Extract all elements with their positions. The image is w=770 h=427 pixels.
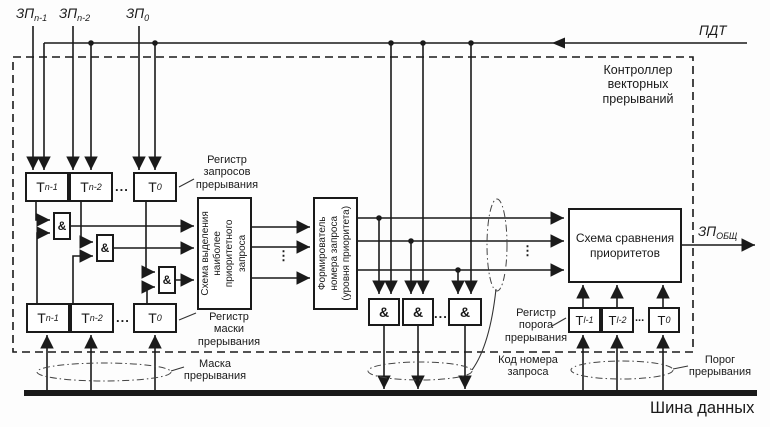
- signal-zp-common: ЗПОБЩ: [698, 224, 738, 241]
- controller-title-line: векторных: [607, 77, 669, 92]
- junction-dots: [88, 40, 474, 273]
- controller-title: Контроллер векторных прерываний: [582, 63, 694, 106]
- pdt-arrowhead: [552, 37, 565, 49]
- code-lines-ellipse: [486, 198, 508, 292]
- priority-selector-block: Схема выделения наиболее приоритетного з…: [197, 197, 252, 310]
- code-lines-ellipsis: ⋮: [521, 243, 534, 258]
- controller-title-line: прерываний: [602, 91, 674, 106]
- code-bundle-label: Код номера запроса: [498, 354, 558, 379]
- threshold-bundle-ellipse: [570, 360, 674, 380]
- request-register-label: Регистр запросов прерывания: [195, 154, 259, 191]
- mask-register-label: Регистр маски прерывания: [197, 311, 261, 348]
- mask-bundle-ellipse: [36, 362, 172, 382]
- threshold-register-ellipsis: ...: [635, 312, 645, 324]
- threshold-register-label: Регистр порога прерывания: [504, 307, 568, 344]
- bus-and-gate-1: &: [368, 298, 400, 326]
- and-gate-n2: &: [96, 234, 114, 262]
- and-gate-0: &: [158, 266, 176, 294]
- bus-and-gate-3: &: [448, 298, 482, 326]
- code-bundle-ellipse: [367, 361, 473, 381]
- threshold-bundle-label: Порог прерывания: [688, 354, 752, 379]
- signal-pdt: ПДТ: [699, 23, 727, 38]
- signal-zp-n2: ЗПn-2: [59, 6, 91, 23]
- and-gate-n1: &: [53, 212, 71, 240]
- bus-and-gate-2: &: [402, 298, 434, 326]
- signal-zp-n1: ЗПn-1: [16, 6, 48, 23]
- request-register-ellipsis: ...: [115, 179, 129, 194]
- signal-zp-0: ЗП0: [126, 6, 150, 23]
- bus-and-gates-ellipsis: ...: [434, 306, 448, 321]
- priority-comparator-block: Схема сравнения приоритетов: [568, 208, 682, 283]
- controller-title-line: Контроллер: [603, 63, 673, 77]
- mask-register-ellipsis: ...: [116, 310, 130, 325]
- selector-former-ellipsis: ⋮: [277, 248, 290, 263]
- data-bus-label: Шина данных: [650, 399, 755, 417]
- mask-bundle-label: Маска прерывания: [183, 358, 247, 383]
- request-number-former-block: Формирователь номера запроса (уровня при…: [313, 197, 358, 310]
